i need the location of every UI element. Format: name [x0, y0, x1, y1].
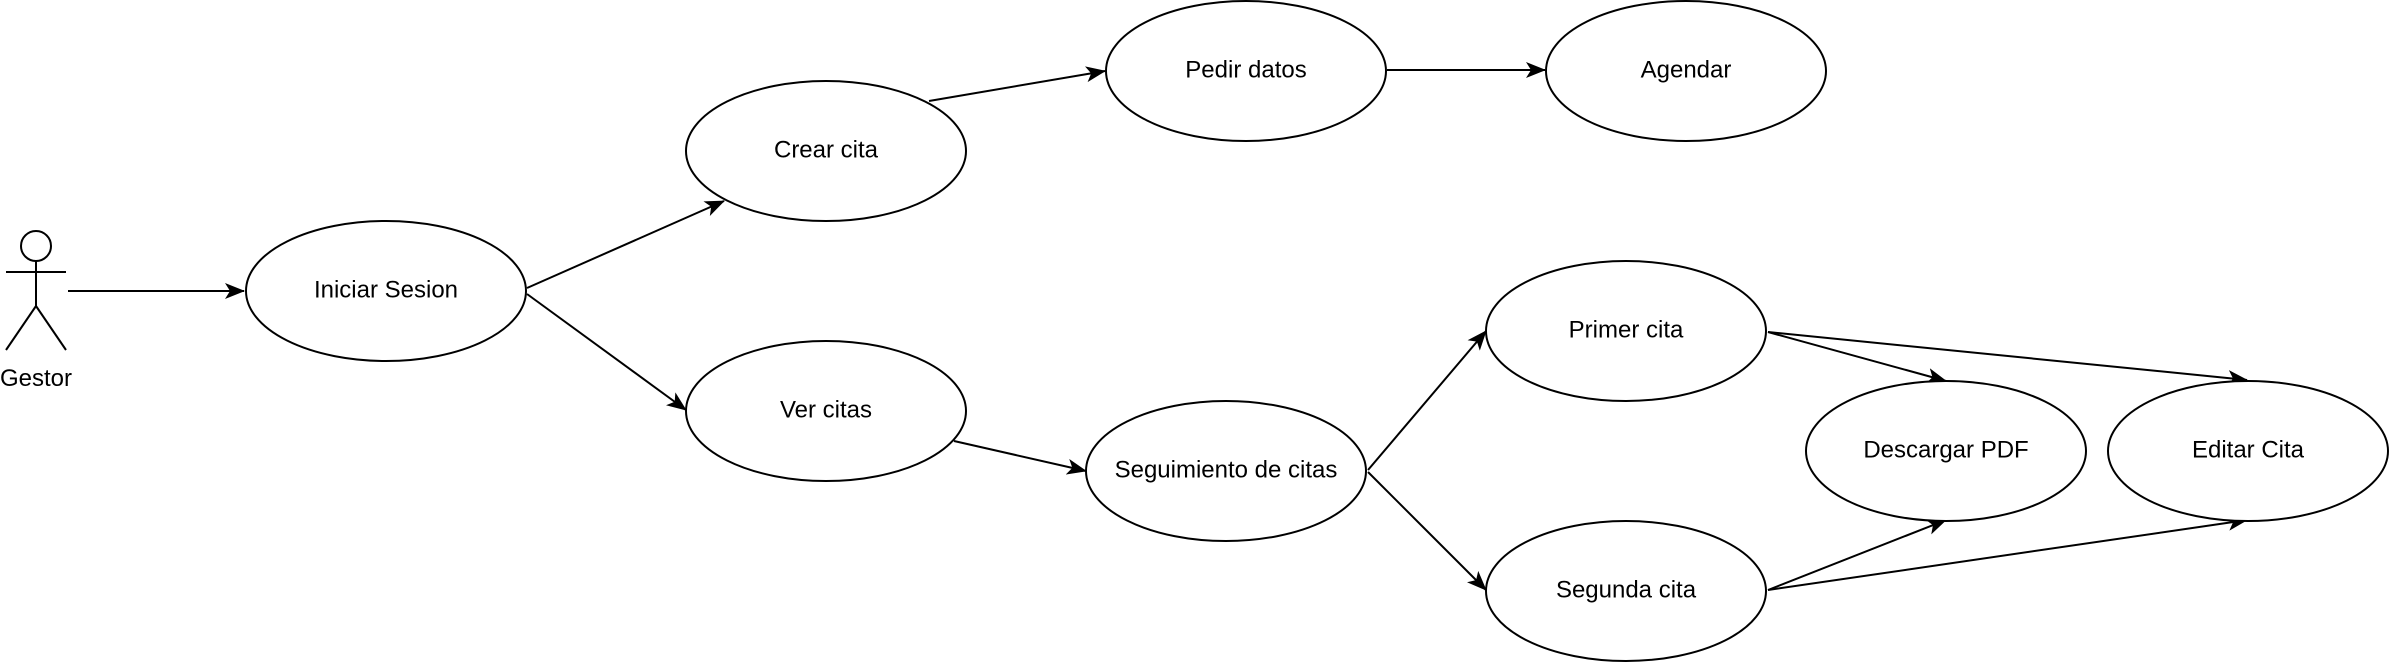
- actor-gestor[interactable]: Gestor: [0, 230, 72, 392]
- usecase-segunda-cita[interactable]: Segunda cita: [1485, 520, 1767, 662]
- actor-left-leg: [5, 305, 37, 351]
- usecase-seguimiento-de-citas[interactable]: Seguimiento de citas: [1085, 400, 1367, 542]
- usecase-ver-citas[interactable]: Ver citas: [685, 340, 967, 482]
- edge-segunda-cita-descargar-pdf: [1767, 519, 1947, 591]
- edge-seguimiento-segunda-cita: [1367, 471, 1487, 591]
- edge-crear-cita-pedir-datos: [928, 66, 1106, 102]
- edge-seguimiento-primer-cita: [1367, 330, 1487, 471]
- edge-iniciar-sesion-ver-citas: [526, 293, 687, 411]
- usecase-label: Editar Cita: [2192, 436, 2305, 463]
- actor-label: Gestor: [0, 365, 72, 392]
- usecase-label: Iniciar Sesion: [314, 276, 458, 303]
- usecase-label: Pedir datos: [1185, 56, 1306, 83]
- usecase-label: Descargar PDF: [1863, 436, 2028, 463]
- usecase-primer-cita[interactable]: Primer cita: [1485, 260, 1767, 402]
- usecase-iniciar-sesion[interactable]: Iniciar Sesion: [245, 220, 527, 362]
- usecase-crear-cita[interactable]: Crear cita: [685, 80, 967, 222]
- usecase-label: Agendar: [1641, 56, 1732, 83]
- usecase-label: Ver citas: [780, 396, 872, 423]
- usecase-label: Primer cita: [1569, 316, 1684, 343]
- edge-primer-cita-editar-cita: [1767, 331, 2248, 387]
- edge-ver-citas-seguimiento: [953, 440, 1087, 475]
- edges-layer: [68, 62, 2248, 591]
- edge-iniciar-sesion-crear-cita: [526, 200, 725, 289]
- usecase-descargar-pdf[interactable]: Descargar PDF: [1805, 380, 2087, 522]
- actor-head: [20, 230, 52, 262]
- usecase-agendar[interactable]: Agendar: [1545, 0, 1827, 142]
- usecase-label: Crear cita: [774, 136, 879, 163]
- usecase-label: Segunda cita: [1556, 576, 1697, 603]
- edge-primer-cita-descargar-pdf: [1767, 331, 1947, 384]
- actor-right-leg: [35, 305, 67, 351]
- usecase-label: Seguimiento de citas: [1115, 456, 1338, 483]
- usecase-editar-cita[interactable]: Editar Cita: [2107, 380, 2389, 522]
- usecase-pedir-datos[interactable]: Pedir datos: [1105, 0, 1387, 142]
- edge-segunda-cita-editar-cita: [1767, 514, 2248, 591]
